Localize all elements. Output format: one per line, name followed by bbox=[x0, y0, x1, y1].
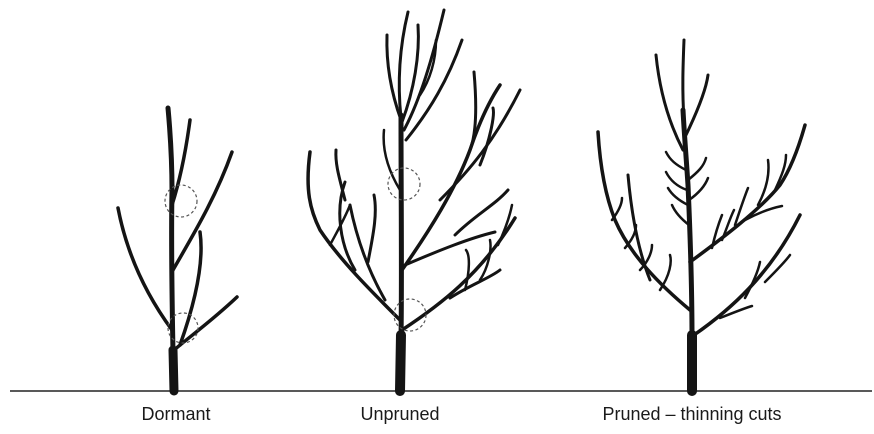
cut-marker-upper bbox=[388, 168, 420, 200]
tree-pruned bbox=[598, 40, 805, 391]
caption-dormant: Dormant bbox=[141, 404, 210, 425]
tree-dormant bbox=[118, 108, 237, 391]
tree-unpruned bbox=[308, 10, 520, 391]
caption-pruned-thinning-cuts: Pruned – thinning cuts bbox=[602, 404, 781, 425]
caption-unpruned: Unpruned bbox=[360, 404, 439, 425]
